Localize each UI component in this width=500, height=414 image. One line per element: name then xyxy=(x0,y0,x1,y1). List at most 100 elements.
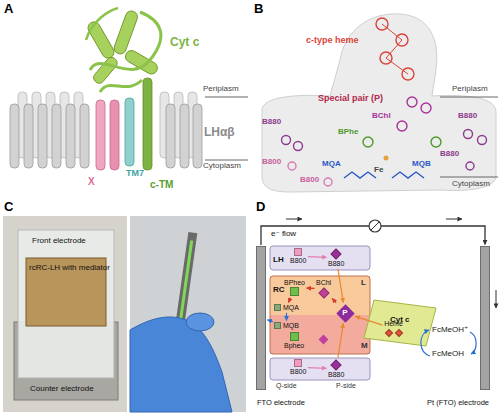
flow-direction-arrow xyxy=(496,290,497,308)
device-photo xyxy=(3,216,127,412)
electron-transfer-arrow xyxy=(308,367,327,369)
pigment-node: B800 xyxy=(290,248,306,264)
pigment-symbol xyxy=(294,359,302,367)
menaquinone-chain xyxy=(344,172,376,178)
lh-ring-front-helices xyxy=(193,104,202,168)
pigment-symbol xyxy=(290,287,299,296)
flow-direction-arrow xyxy=(286,219,302,220)
special-pair-cofactor xyxy=(421,103,431,113)
pigment-symbol xyxy=(290,332,299,341)
pigment-node: B880 xyxy=(328,248,344,267)
box-title: LH xyxy=(273,256,284,264)
cofactor-label: B800 xyxy=(262,158,281,166)
b880-cofactor xyxy=(478,136,487,145)
subunit-label: M xyxy=(361,342,368,350)
electron-transfer-arrow xyxy=(332,298,336,302)
mediator-cycle-arrow xyxy=(470,332,476,354)
cofactor-label: Special pair (P) xyxy=(318,94,383,103)
electrode-label: Pt (FTO) electrode xyxy=(427,399,489,407)
reaction-center-box: RCBPheoBChlMQAPMQBBpheo xyxy=(270,276,370,354)
cofactor-label: B880 xyxy=(440,150,459,158)
b880-cofactor xyxy=(282,130,487,171)
hand-held-device-photo xyxy=(186,313,214,331)
pigment-symbol xyxy=(384,328,403,337)
hand-held-device-photo xyxy=(130,317,232,412)
protein-surface xyxy=(262,14,496,192)
pigment-label: B880 xyxy=(328,371,344,378)
cofactor-label: Fe xyxy=(374,166,383,174)
m-subunit-fill xyxy=(270,315,370,354)
compartment-label: Periplasm xyxy=(203,85,239,93)
flow-direction-arrow xyxy=(286,219,496,308)
pigment-symbol xyxy=(294,248,302,256)
lh-ring-front-helices xyxy=(24,104,33,168)
cytochrome-c-structure xyxy=(112,9,139,55)
b880-cofactor xyxy=(464,130,473,139)
structure-label: X xyxy=(88,177,95,188)
pigment-symbol xyxy=(274,304,281,311)
light-harvesting-band xyxy=(270,358,370,380)
bchl-diamond xyxy=(319,335,329,345)
cytochrome-c-structure xyxy=(90,12,161,70)
electron-transfer-arrow xyxy=(307,287,315,288)
lh-ring-front-helices xyxy=(52,104,61,168)
device-photo xyxy=(3,216,127,412)
pigment-symbol xyxy=(394,328,403,337)
cofactor-label: c-type heme xyxy=(306,36,359,45)
pigment-symbol xyxy=(318,287,329,298)
pigment-symbol xyxy=(294,359,302,367)
pigment-symbol xyxy=(318,287,329,298)
pigment-symbol xyxy=(294,359,302,367)
bacteriopheophytin-cofactor xyxy=(363,137,373,147)
pigment-symbol xyxy=(394,329,402,337)
pigment-label: BChl xyxy=(316,279,331,286)
b880-cofactor xyxy=(282,136,291,145)
l-subunit-fill xyxy=(270,276,370,315)
heme-cofactor xyxy=(402,68,414,80)
pigment-node: BPheo xyxy=(284,279,305,296)
lh-ring-front-helices xyxy=(180,104,189,168)
cofactor-label: BChl xyxy=(372,112,391,120)
protein-x-helices xyxy=(96,100,119,170)
structure-label: TM7 xyxy=(126,169,144,178)
pigment-symbol xyxy=(331,359,342,370)
b880-cofactor xyxy=(466,162,474,170)
lh-ring-front-helices xyxy=(38,104,47,168)
mediator-cycle-arrow xyxy=(421,330,430,356)
cytochrome-c-structure xyxy=(92,55,120,85)
b880-cofactor xyxy=(294,142,303,151)
cytochrome-c-structure xyxy=(100,80,142,92)
menaquinone-chain xyxy=(392,172,424,178)
cytochrome-c-structure xyxy=(86,20,116,61)
membrane-boundary-line xyxy=(205,97,248,160)
hand-held-device-photo xyxy=(130,216,246,412)
flow-direction-arrow xyxy=(446,219,462,220)
lh-ring-front-helices xyxy=(80,104,89,168)
pigment-symbol xyxy=(318,287,329,298)
pigment-label: B880 xyxy=(328,260,344,267)
quinone-node: MQA xyxy=(274,304,299,311)
mediator-label: FcMeOH xyxy=(432,350,464,358)
panel-letter: C xyxy=(4,200,13,214)
pigment-symbol xyxy=(331,248,342,259)
cytochrome-c-structure xyxy=(86,8,118,40)
structure-label: LHαβ xyxy=(204,126,235,139)
box-title: RC xyxy=(273,286,285,294)
cytochrome-box: Cyt cHeme xyxy=(364,300,436,346)
protein-surface xyxy=(262,14,496,192)
light-harvesting-box: LH B800B880 xyxy=(270,246,370,270)
lh-ring-front-helices xyxy=(166,104,175,168)
side-label: P-side xyxy=(336,382,356,389)
electron-transfer-arrow xyxy=(289,298,291,303)
electron-transfer-arrow xyxy=(355,316,382,325)
current-meter-symbol xyxy=(369,220,381,232)
membrane-boundary-line xyxy=(440,177,498,178)
cofactor-label: MQB xyxy=(412,160,431,168)
pigment-symbol xyxy=(384,329,392,337)
special-pair-cofactor xyxy=(397,121,407,131)
electron-transfer-arrow xyxy=(286,313,287,321)
structure-label: c-TM xyxy=(150,180,173,191)
quinone-label: MQA xyxy=(283,304,299,311)
current-meter-symbol xyxy=(371,222,379,230)
